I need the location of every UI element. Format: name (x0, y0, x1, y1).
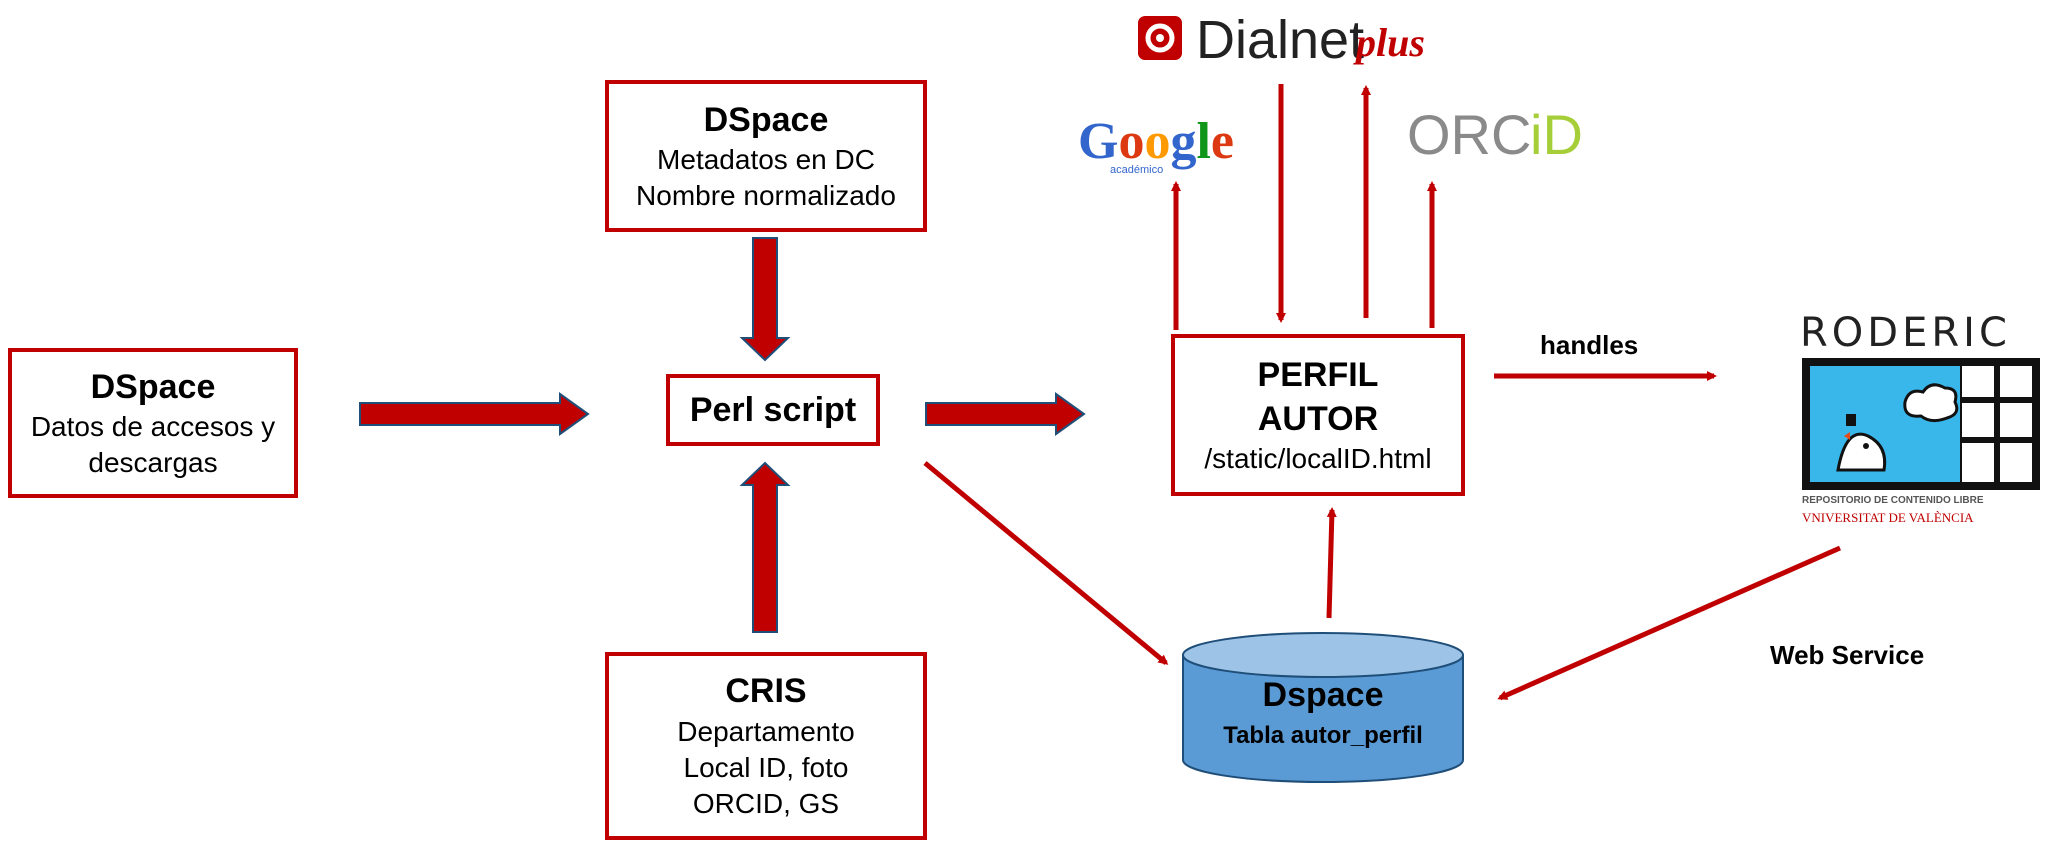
cris-title: CRIS (725, 672, 807, 711)
dspace-access-line-1: Datos de accesos y (30, 410, 276, 442)
perfil-title-line-2: AUTOR (1257, 399, 1379, 438)
cris-line-1: Departamento (677, 715, 855, 747)
orcid-logo: ORC iD (1407, 103, 1583, 166)
perfil-path: /static/localID.html (1204, 442, 1432, 474)
perl-script-box: Perl script (666, 374, 880, 446)
db-title: Dspace (1262, 676, 1384, 714)
database-cylinder (1182, 632, 1464, 783)
handles-label: handles (1540, 330, 1639, 360)
perl-script-title: Perl script (689, 390, 857, 429)
perfil-autor-box: PERFIL AUTOR /static/localID.html (1171, 334, 1465, 496)
dspace-access-box: DSpace Datos de accesos y descargas (8, 348, 298, 498)
svg-text:Google: Google (1078, 113, 1234, 170)
arrow-db-to-perfil (1326, 507, 1337, 619)
svg-text:académico: académico (1110, 164, 1163, 176)
web-service-label: Web Service (1770, 640, 1925, 670)
perfil-title-line-1: PERFIL (1257, 355, 1379, 394)
cris-box: CRIS Departamento Local ID, foto ORCID, … (605, 652, 927, 840)
svg-text:VNIVERSITAT DE VALÈNCIA: VNIVERSITAT DE VALÈNCIA (1802, 510, 1974, 525)
dspace-meta-line-2: Nombre normalizado (636, 180, 896, 212)
svg-text:Dialnet: Dialnet (1196, 10, 1364, 70)
arrow-roderic-to-db (1497, 545, 1842, 701)
db-subtitle: Tabla autor_perfil (1223, 722, 1423, 749)
google-logo: Google académico (1078, 113, 1234, 176)
dspace-access-title: DSpace (90, 367, 216, 406)
dspace-access-line-2: descargas (88, 447, 218, 479)
svg-text:plus: plus (1353, 20, 1425, 65)
dspace-meta-line-1: Metadatos en DC (657, 143, 875, 175)
cris-line-3: ORCID, GS (692, 788, 840, 820)
svg-text:iD: iD (1530, 103, 1583, 166)
dialnet-logo: Dialnet plus (1138, 10, 1425, 70)
arrow-perl-to-perfil (925, 392, 1086, 436)
arrow-dspace-to-perl (359, 392, 590, 436)
arrow-cris-to-perl (739, 461, 791, 633)
svg-text:RODERIC: RODERIC (1800, 310, 2011, 356)
arrow-meta-to-perl (739, 237, 791, 362)
arrow-perl-to-db (923, 461, 1169, 665)
dspace-meta-title: DSpace (703, 100, 829, 139)
svg-text:REPOSITORIO DE CONTENIDO LIBRE: REPOSITORIO DE CONTENIDO LIBRE (1802, 495, 1984, 506)
dspace-meta-box: DSpace Metadatos en DC Nombre normalizad… (605, 80, 927, 232)
svg-text:ORC: ORC (1407, 103, 1531, 166)
cris-line-2: Local ID, foto (683, 751, 849, 783)
roderic-logo: RODERIC REPOSITORIO DE CONTENIDO LIBRE V… (1800, 310, 2040, 525)
